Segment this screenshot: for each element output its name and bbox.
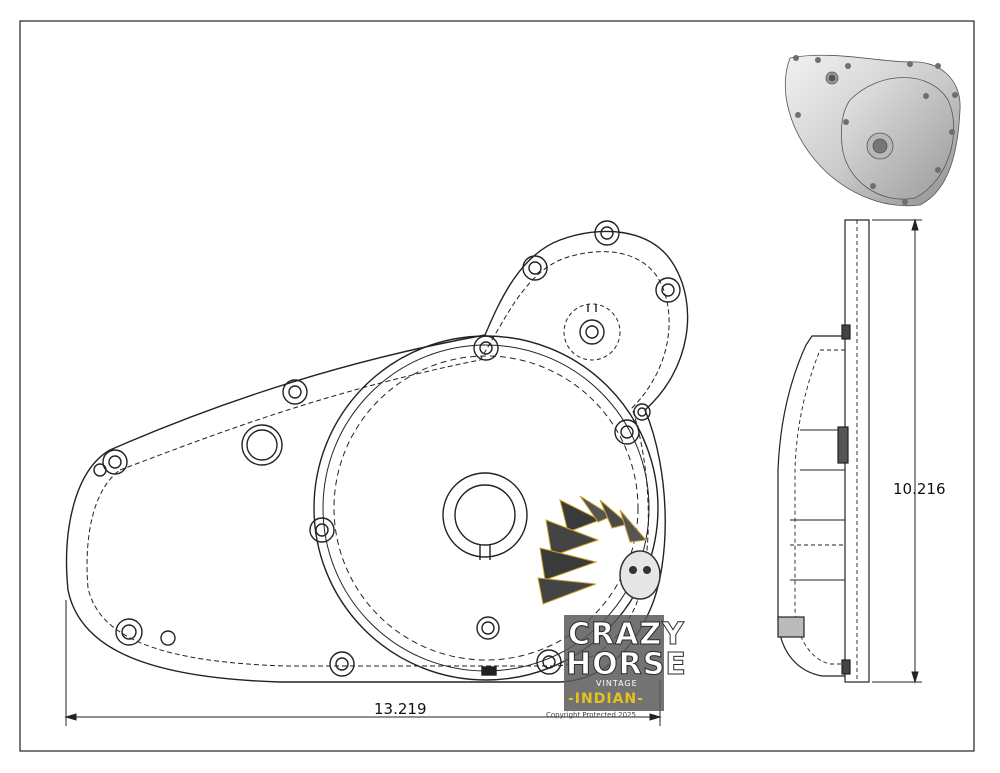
front-view	[65, 220, 689, 683]
height-dimension-label: 10.216	[893, 480, 946, 498]
cover-outline	[65, 230, 689, 683]
isometric-render	[784, 54, 961, 207]
sheet-border	[19, 20, 975, 752]
center-hub-inner	[454, 484, 516, 546]
upper-cap-ring	[579, 319, 605, 345]
bolt-bosses	[93, 220, 681, 677]
clutch-cover-dashed	[333, 355, 639, 661]
center-hub-outer	[442, 472, 528, 558]
flange-inner-line	[86, 251, 670, 667]
height-dimension	[872, 218, 922, 684]
headdress-icon	[537, 495, 647, 605]
side-view	[777, 219, 870, 683]
logo-line2: HORSE	[566, 647, 687, 682]
width-dimension-label: 13.219	[374, 700, 427, 718]
logo-plate	[564, 615, 664, 711]
upper-cap-dashed	[563, 303, 621, 361]
crazy-horse-logo: CRAZY HORSE VINTAGE -INDIAN- Copyright P…	[537, 495, 687, 719]
skull-icon	[619, 550, 661, 600]
lower-hole	[476, 616, 500, 640]
logo-vintage: VINTAGE	[596, 679, 638, 688]
logo-indian: -INDIAN-	[568, 691, 644, 707]
logo-copyright: Copyright Protected 2025	[546, 711, 636, 719]
inspection-plug	[241, 424, 283, 466]
logo-line1: CRAZY	[568, 617, 685, 652]
